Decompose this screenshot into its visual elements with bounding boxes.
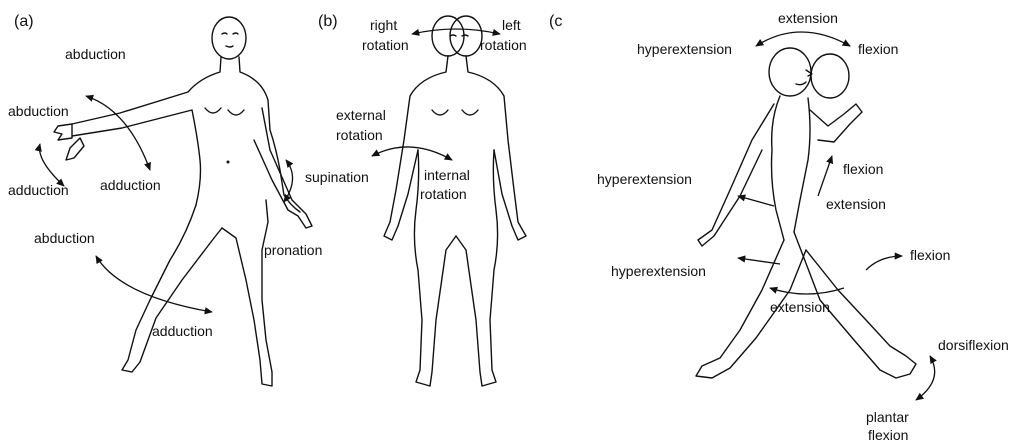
external-rotation-label-line1: external bbox=[336, 107, 386, 123]
figure-c-head-forward bbox=[811, 54, 849, 98]
figure-a-right-arm bbox=[254, 108, 312, 228]
internal-rotation-label-line1: internal bbox=[424, 167, 470, 183]
figure-a-chest bbox=[205, 108, 244, 115]
figure-a-hand-1 bbox=[54, 124, 72, 140]
neck-flexion-label: flexion bbox=[858, 41, 898, 57]
hip-flexion-label: flexion bbox=[910, 247, 950, 263]
plantar-flexion-label-line1: plantar bbox=[866, 409, 909, 425]
external-rotation-label-line2: rotation bbox=[336, 127, 383, 143]
figure-a-hand-2 bbox=[66, 138, 84, 160]
arm-extension-label: extension bbox=[826, 196, 886, 212]
left-rotation-label-line1: left bbox=[502, 17, 521, 33]
plantar-flexion-label-line2: flexion bbox=[868, 427, 908, 443]
neck-flexion-extension-arrow bbox=[756, 32, 850, 46]
panel-c-label: (c bbox=[549, 13, 562, 30]
hand-adduction-label: adduction bbox=[8, 182, 69, 198]
forearm-rotation-arrow bbox=[284, 160, 293, 202]
hip-extension-label: extension bbox=[770, 299, 830, 315]
figure-a-head bbox=[212, 17, 246, 59]
arm-flexion-arrow bbox=[818, 156, 832, 196]
hip-hyperextension-label: hyperextension bbox=[611, 263, 706, 279]
figure-c-forward-arm bbox=[810, 104, 862, 142]
head-rotation-arrow bbox=[412, 29, 500, 34]
hip-flexion-arrow bbox=[866, 256, 902, 270]
hip-extension-arrow bbox=[770, 288, 844, 294]
arm-hyperextension-label: hyperextension bbox=[597, 171, 692, 187]
left-rotation-label-line2: rotation bbox=[480, 37, 527, 53]
figure-b-chest bbox=[432, 110, 478, 115]
hip-hyperextension-arrow bbox=[738, 258, 780, 264]
internal-rotation-label-line2: rotation bbox=[420, 186, 467, 202]
figure-b-face bbox=[450, 35, 468, 36]
arm-flexion-label: flexion bbox=[843, 161, 883, 177]
panel-a-label: (a) bbox=[14, 13, 34, 30]
pronation-label: pronation bbox=[264, 242, 322, 258]
arm-abduction-label: abduction bbox=[65, 46, 126, 62]
supination-label: supination bbox=[305, 169, 369, 185]
figure-b-head-left bbox=[432, 16, 464, 56]
shoulder-rotation-arrow bbox=[372, 147, 452, 160]
figure-a-navel bbox=[227, 161, 230, 164]
arm-hyperextension-arrow bbox=[738, 196, 774, 206]
arm-adduction-label: adduction bbox=[100, 177, 161, 193]
dorsiflexion-label: dorsiflexion bbox=[938, 337, 1009, 353]
leg-abduction-label: abduction bbox=[34, 230, 95, 246]
neck-hyperextension-label: hyperextension bbox=[637, 41, 732, 57]
figure-c-rear-arm bbox=[698, 104, 774, 246]
hand-abduction-label: abduction bbox=[8, 103, 69, 119]
figure-c-torso bbox=[772, 96, 811, 240]
hand-abduction-adduction-arrow bbox=[40, 144, 65, 186]
leg-adduction-label: adduction bbox=[152, 323, 213, 339]
neck-extension-label: extension bbox=[778, 10, 838, 26]
figure-a-right-leg bbox=[222, 200, 272, 386]
ankle-flexion-arrow bbox=[916, 356, 935, 400]
figure-c-head-back bbox=[769, 48, 811, 96]
right-rotation-label-line1: right bbox=[370, 17, 397, 33]
figure-c-body bbox=[696, 48, 916, 378]
right-rotation-label-line2: rotation bbox=[362, 37, 409, 53]
figure-a-face bbox=[222, 33, 238, 47]
figure-a-left-leg bbox=[122, 205, 222, 372]
panel-b-label: (b) bbox=[318, 13, 338, 30]
